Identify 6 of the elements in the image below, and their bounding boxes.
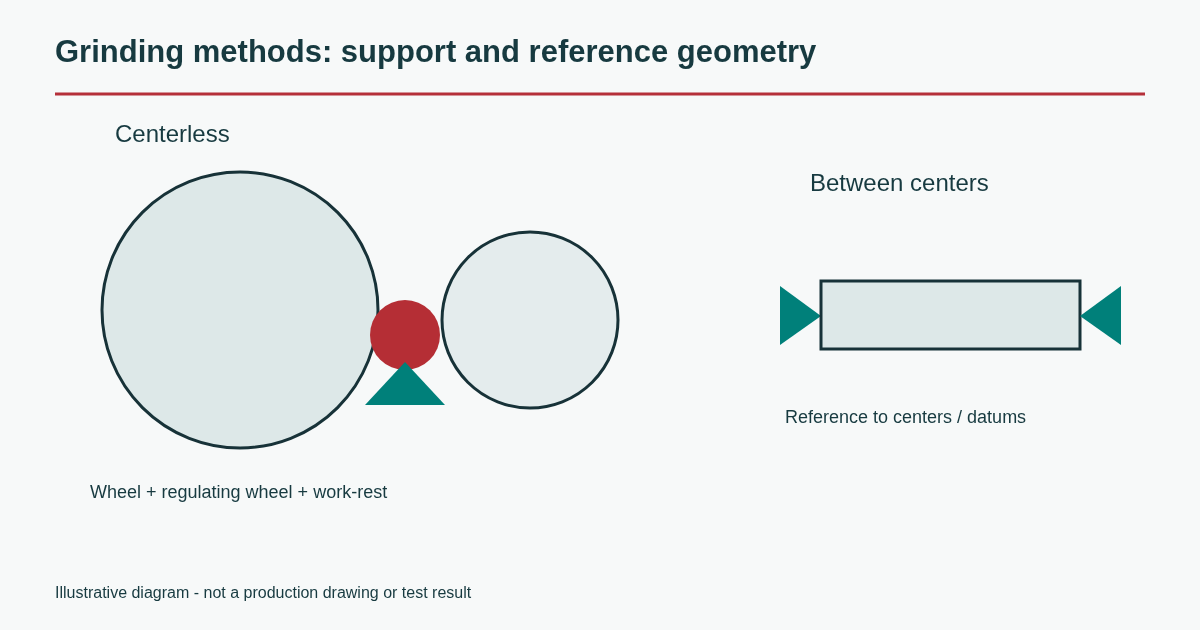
title: Grinding methods: support and reference geometry (55, 34, 817, 70)
section-heading: Centerless (115, 120, 230, 148)
description: Wheel + regulating wheel + work-rest (90, 482, 388, 503)
section-heading: Between centers (810, 169, 989, 197)
caption: Illustrative diagram - not a production drawing or test result (55, 584, 472, 603)
description: Reference to centers / datums (785, 407, 1027, 428)
